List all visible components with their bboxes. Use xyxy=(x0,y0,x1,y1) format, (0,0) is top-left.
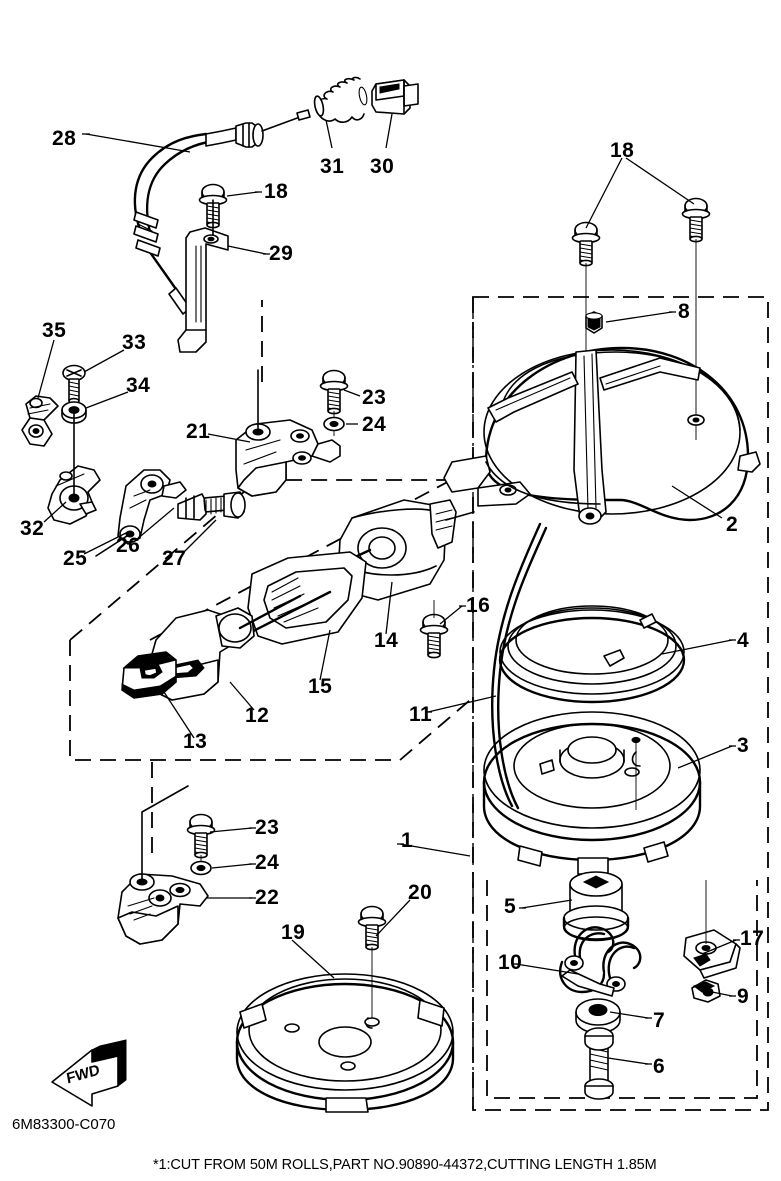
callout-4[interactable]: 4 xyxy=(737,629,750,652)
part-34-washer xyxy=(61,401,87,424)
callout-28[interactable]: 28 xyxy=(52,127,77,150)
dashed-box-handle-2 xyxy=(69,640,471,761)
part-28-cable xyxy=(133,109,311,315)
callout-16[interactable]: 16 xyxy=(466,594,491,617)
callout-20[interactable]: 20 xyxy=(408,881,433,904)
callout-21[interactable]: 21 xyxy=(186,420,211,443)
callout-8[interactable]: 8 xyxy=(678,300,691,323)
callout-32[interactable]: 32 xyxy=(20,517,45,540)
drawing-number: 6M83300-C070 xyxy=(12,1116,116,1133)
callout-35[interactable]: 35 xyxy=(42,319,67,342)
part-26-joint-link xyxy=(117,469,187,545)
dashed-box-pawls xyxy=(486,880,758,1099)
fwd-arrow-icon xyxy=(51,1039,127,1107)
callout-5[interactable]: 5 xyxy=(504,895,517,918)
callout-2[interactable]: 2 xyxy=(726,513,739,536)
part-31-spring xyxy=(313,76,368,123)
part-8-nut xyxy=(585,311,603,334)
callout-24-mid[interactable]: 24 xyxy=(362,413,387,436)
leader-lines xyxy=(37,113,737,1065)
callout-33[interactable]: 33 xyxy=(122,331,147,354)
callout-30[interactable]: 30 xyxy=(370,155,395,178)
callout-7[interactable]: 7 xyxy=(653,1009,666,1032)
part-30-cap xyxy=(371,79,419,115)
callout-9[interactable]: 9 xyxy=(737,985,750,1008)
part-18b-bolt-right xyxy=(681,197,711,440)
callout-11[interactable]: 11 xyxy=(409,703,433,726)
leader-ticks xyxy=(82,133,740,1065)
callout-13[interactable]: 13 xyxy=(183,730,208,753)
part-13-insert xyxy=(121,651,178,699)
callout-23-mid[interactable]: 23 xyxy=(362,386,387,409)
footnote-text: *1:CUT FROM 50M ROLLS,PART NO.90890-4437… xyxy=(153,1157,657,1173)
part-21-bracket xyxy=(235,369,341,497)
callout-14[interactable]: 14 xyxy=(374,629,399,652)
part-6-bolt xyxy=(584,1027,614,1100)
callout-17[interactable]: 17 xyxy=(740,927,765,950)
part-19-plate xyxy=(235,973,455,1113)
part-27-bolt xyxy=(177,491,246,521)
part-2-starter-case xyxy=(443,346,761,525)
part-22-stopper-lever xyxy=(117,785,209,945)
callout-34[interactable]: 34 xyxy=(126,374,151,397)
part-9-clip xyxy=(691,979,721,1003)
part-4-spiral-spring xyxy=(498,605,686,704)
callout-22[interactable]: 22 xyxy=(255,886,280,909)
part-20-bolt xyxy=(357,905,387,1020)
callout-18-top-left[interactable]: 18 xyxy=(264,180,289,203)
callout-12[interactable]: 12 xyxy=(245,704,270,727)
callout-26[interactable]: 26 xyxy=(116,534,141,557)
part-16-bolt xyxy=(419,600,449,659)
part-24b-washer xyxy=(190,860,212,876)
callout-31[interactable]: 31 xyxy=(320,155,345,178)
callout-15[interactable]: 15 xyxy=(308,675,333,698)
callout-19[interactable]: 19 xyxy=(281,921,306,944)
part-23b-bolt xyxy=(186,813,216,868)
dashed-box-handle-3 xyxy=(69,479,470,641)
callout-18-top-right[interactable]: 18 xyxy=(610,139,635,162)
part-35-link xyxy=(21,395,59,447)
callout-10[interactable]: 10 xyxy=(498,951,523,974)
part-25-pivot xyxy=(95,533,131,557)
callout-3[interactable]: 3 xyxy=(737,734,750,757)
part-24a-washer xyxy=(323,416,345,432)
part-11-rope xyxy=(491,522,548,810)
callout-23-low[interactable]: 23 xyxy=(255,816,280,839)
callout-1[interactable]: 1 xyxy=(401,829,414,852)
part-29-bracket xyxy=(177,199,229,353)
part-3-sheave-drum xyxy=(482,711,702,875)
callout-6[interactable]: 6 xyxy=(653,1055,666,1078)
dashed-box-main xyxy=(472,296,769,1111)
part-33-screw xyxy=(62,364,86,405)
part-17-plate xyxy=(683,880,741,979)
callout-25[interactable]: 25 xyxy=(63,547,88,570)
callout-27[interactable]: 27 xyxy=(162,547,187,570)
part-5-boss xyxy=(562,871,630,942)
callout-24-low[interactable]: 24 xyxy=(255,851,280,874)
part-32-lock-lever xyxy=(47,411,101,525)
callout-29[interactable]: 29 xyxy=(269,242,294,265)
part-10-drive-pawl xyxy=(559,926,642,997)
